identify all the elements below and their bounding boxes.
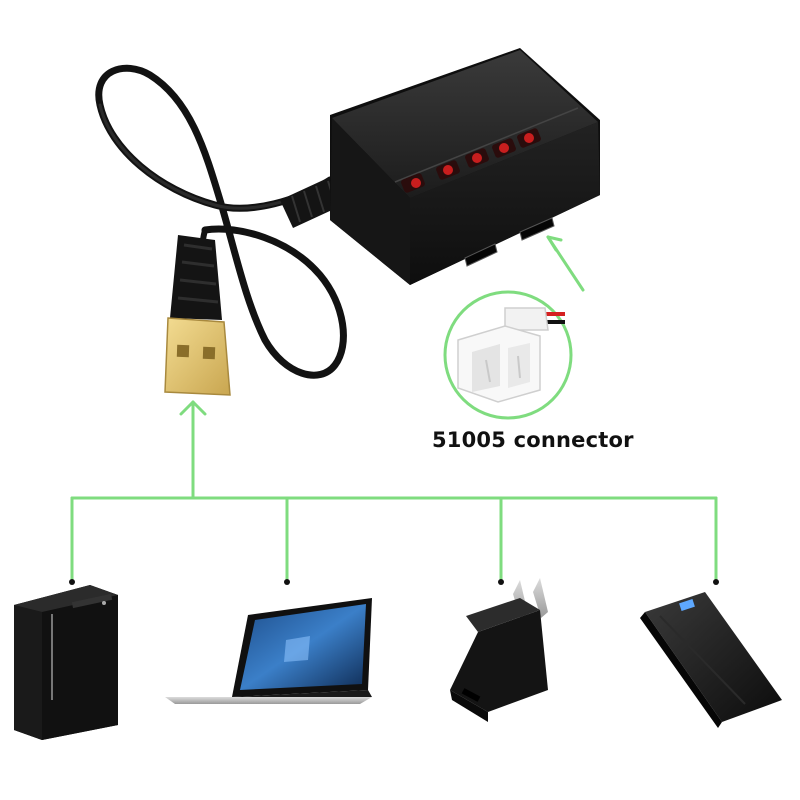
connection-arrows (70, 235, 718, 582)
led-indicator (411, 178, 421, 188)
connector-zoom (443, 290, 573, 420)
usb-a-plug (164, 235, 231, 396)
laptop-device (165, 598, 372, 704)
charger-hub (330, 48, 600, 285)
led-indicator (443, 165, 453, 175)
branch-end-dots (69, 579, 719, 585)
connector-label: 51005 connector (432, 428, 634, 452)
charging-led-row (401, 128, 541, 193)
led-indicator (472, 153, 482, 163)
wall-adapter-device (450, 578, 548, 722)
power-bank-device (640, 592, 782, 728)
led-indicator (524, 133, 534, 143)
connector-plug-image (457, 307, 565, 403)
led-indicator (499, 143, 509, 153)
desktop-tower-device (14, 585, 118, 740)
